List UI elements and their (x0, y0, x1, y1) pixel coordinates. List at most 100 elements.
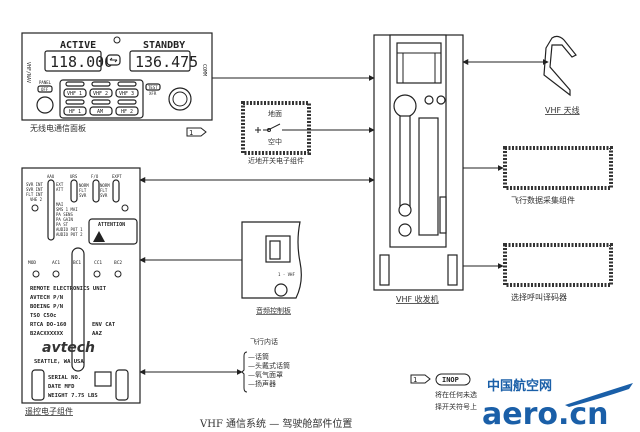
aau-item: SMS 1 MAI (56, 207, 78, 212)
serial-line: WEIGHT 7.75 LBS (48, 393, 98, 399)
audio-control-panel: 1 - VHF 音频控制板 (241, 221, 302, 315)
urs-item: NORM (79, 183, 89, 188)
env-code: AAZ (92, 331, 103, 337)
radio-panel-caption: 无线电通信面板 (30, 123, 86, 133)
connection-lines (139, 59, 549, 375)
nameplate-line: BOEING P/N (30, 304, 63, 310)
aau-item: PA ST (56, 222, 69, 227)
reu-caption: 遥控电子组件 (25, 406, 73, 416)
hf1-button[interactable] (63, 106, 87, 116)
interphone-item: —扬声器 (248, 379, 276, 388)
city: SEATTLE, WA USA (34, 359, 84, 365)
transfer-swap-icon[interactable] (106, 54, 121, 66)
env-cat: ENV CAT (92, 322, 116, 328)
interphone-item: —话筒 (248, 352, 269, 361)
aau-item: ATT (56, 187, 64, 192)
ground-label: 地面 (268, 109, 282, 118)
vhf2-label: VHF 2 (93, 91, 108, 97)
radio-communication-panel: ACTIVE STANDBY 118.000 136.475 VHF/NAV C… (21, 32, 213, 137)
fdau-caption: 飞行数据采集组件 (511, 195, 575, 205)
inop-note: 1 INOP 将在任何未选 择开关符号上 (410, 373, 477, 411)
serial-line: SERIAL NO. (48, 375, 81, 381)
vhf3-label: VHF 3 (119, 91, 134, 97)
vhf1-button[interactable] (63, 88, 87, 98)
antenna-caption: VHF 天线 (545, 105, 580, 115)
active-frequency: 118.000 (50, 53, 113, 71)
proximity-switch-unit: 地面 空中 近地开关电子组件 (241, 101, 311, 165)
interphone-item: —氧气面罩 (248, 370, 283, 379)
note-symbol-text: 1 (189, 129, 193, 137)
interphone-item: —头戴式话筒 (248, 361, 290, 370)
serial-line: DATE MFD (48, 384, 75, 390)
test-button[interactable] (145, 83, 161, 91)
aau-item: EXT (56, 182, 64, 187)
nameplate-line: AVTECH P/N (30, 295, 63, 301)
hf2-button[interactable] (115, 106, 139, 116)
inop-label: INOP (442, 376, 459, 384)
tuning-knob[interactable] (168, 87, 192, 111)
note-1-symbol: 1 (186, 127, 207, 137)
note-symbol: 1 (413, 376, 417, 384)
fo-header: F/O (91, 174, 99, 179)
urs-header: URS (70, 174, 78, 179)
off-label: OFF (41, 87, 49, 92)
fo-item: SVR (100, 193, 108, 198)
watermark-cn: 中国航空网 (487, 378, 552, 394)
proximity-switch-caption: 近地开关电子组件 (248, 156, 304, 165)
fo-item: NORM (100, 183, 110, 188)
flight-interphone: 飞行内话 —话筒 —头戴式话筒 —氧气面罩 —扬声器 (241, 337, 290, 393)
plane-swoosh-icon (565, 383, 633, 407)
vhf-antenna: VHF 天线 (543, 35, 580, 115)
reu-left-label: FLT INT (26, 192, 43, 197)
am-button[interactable] (89, 106, 113, 116)
active-label: ACTIVE (60, 40, 96, 51)
watermark-en: aero.cn (482, 397, 609, 432)
transceiver-caption: VHF 收发机 (396, 294, 439, 304)
hf2-label: HF 2 (121, 109, 133, 115)
fo-item: FLT (100, 188, 108, 193)
panel-label: PANEL (39, 80, 52, 85)
expt-header: EXPT (112, 174, 122, 179)
reu-left-label: SVR INT (26, 182, 43, 187)
aau-item: AUDIO POT 1 (56, 227, 83, 232)
aau-header: AAU (47, 174, 55, 179)
aau-item: AUDIO POT 2 (56, 232, 83, 237)
vhf1-label: VHF 1 (67, 91, 82, 97)
vhf2-button[interactable] (89, 88, 113, 98)
flight-data-acquisition-unit: 飞行数据采集组件 (503, 146, 613, 205)
column-label: MOD (28, 260, 36, 266)
column-label: CC1 (94, 260, 102, 266)
nameplate-line: B2ACXXXXXX (30, 331, 64, 337)
aau-item: PA GAIN (56, 217, 73, 222)
audio-knob[interactable] (274, 283, 288, 297)
remote-electronics-unit: AAU URS F/O EXPT SVR INT SVR INT FLT INT… (21, 167, 141, 416)
comm-label: COMM (201, 64, 207, 76)
nameplate-line: RTCA DO-160 (30, 322, 66, 328)
side-label: VHF/NAV (25, 62, 31, 83)
test-label: TEST (148, 85, 158, 90)
reu-left-label: SVR INT (26, 187, 43, 192)
mode-buttons: VHF 1 VHF 2 VHF 3 HF 1 AM HF 2 (63, 81, 139, 116)
attention-title: ATTENTION (98, 222, 125, 228)
interphone-title: 飞行内话 (250, 337, 278, 346)
standby-label: STANDBY (143, 40, 185, 51)
column-label: AC1 (52, 260, 60, 266)
reu-left-label: VHE 2 (30, 197, 43, 202)
brand-logo: avtech (42, 340, 95, 356)
column-label: BC2 (114, 260, 122, 266)
panel-off-switch[interactable] (37, 85, 53, 93)
note-line: 将在任何未选 (435, 390, 477, 399)
figure-caption: VHF 通信系统 — 驾驶舱部件位置 (199, 417, 352, 430)
xfr-label: XFR (149, 91, 157, 96)
vhf-transceiver: VHF 收发机 (373, 34, 464, 304)
selcal-caption: 选择呼叫译码器 (511, 292, 567, 302)
vhf3-button[interactable] (115, 88, 139, 98)
selcal-decoder: 选择呼叫译码器 (503, 243, 613, 302)
volume-knob[interactable] (36, 96, 54, 114)
note-line: 择开关符号上 (435, 402, 477, 411)
nameplate-line: TSO C50c (30, 313, 57, 319)
column-label: BC1 (73, 260, 81, 266)
handle-slot (71, 247, 85, 372)
